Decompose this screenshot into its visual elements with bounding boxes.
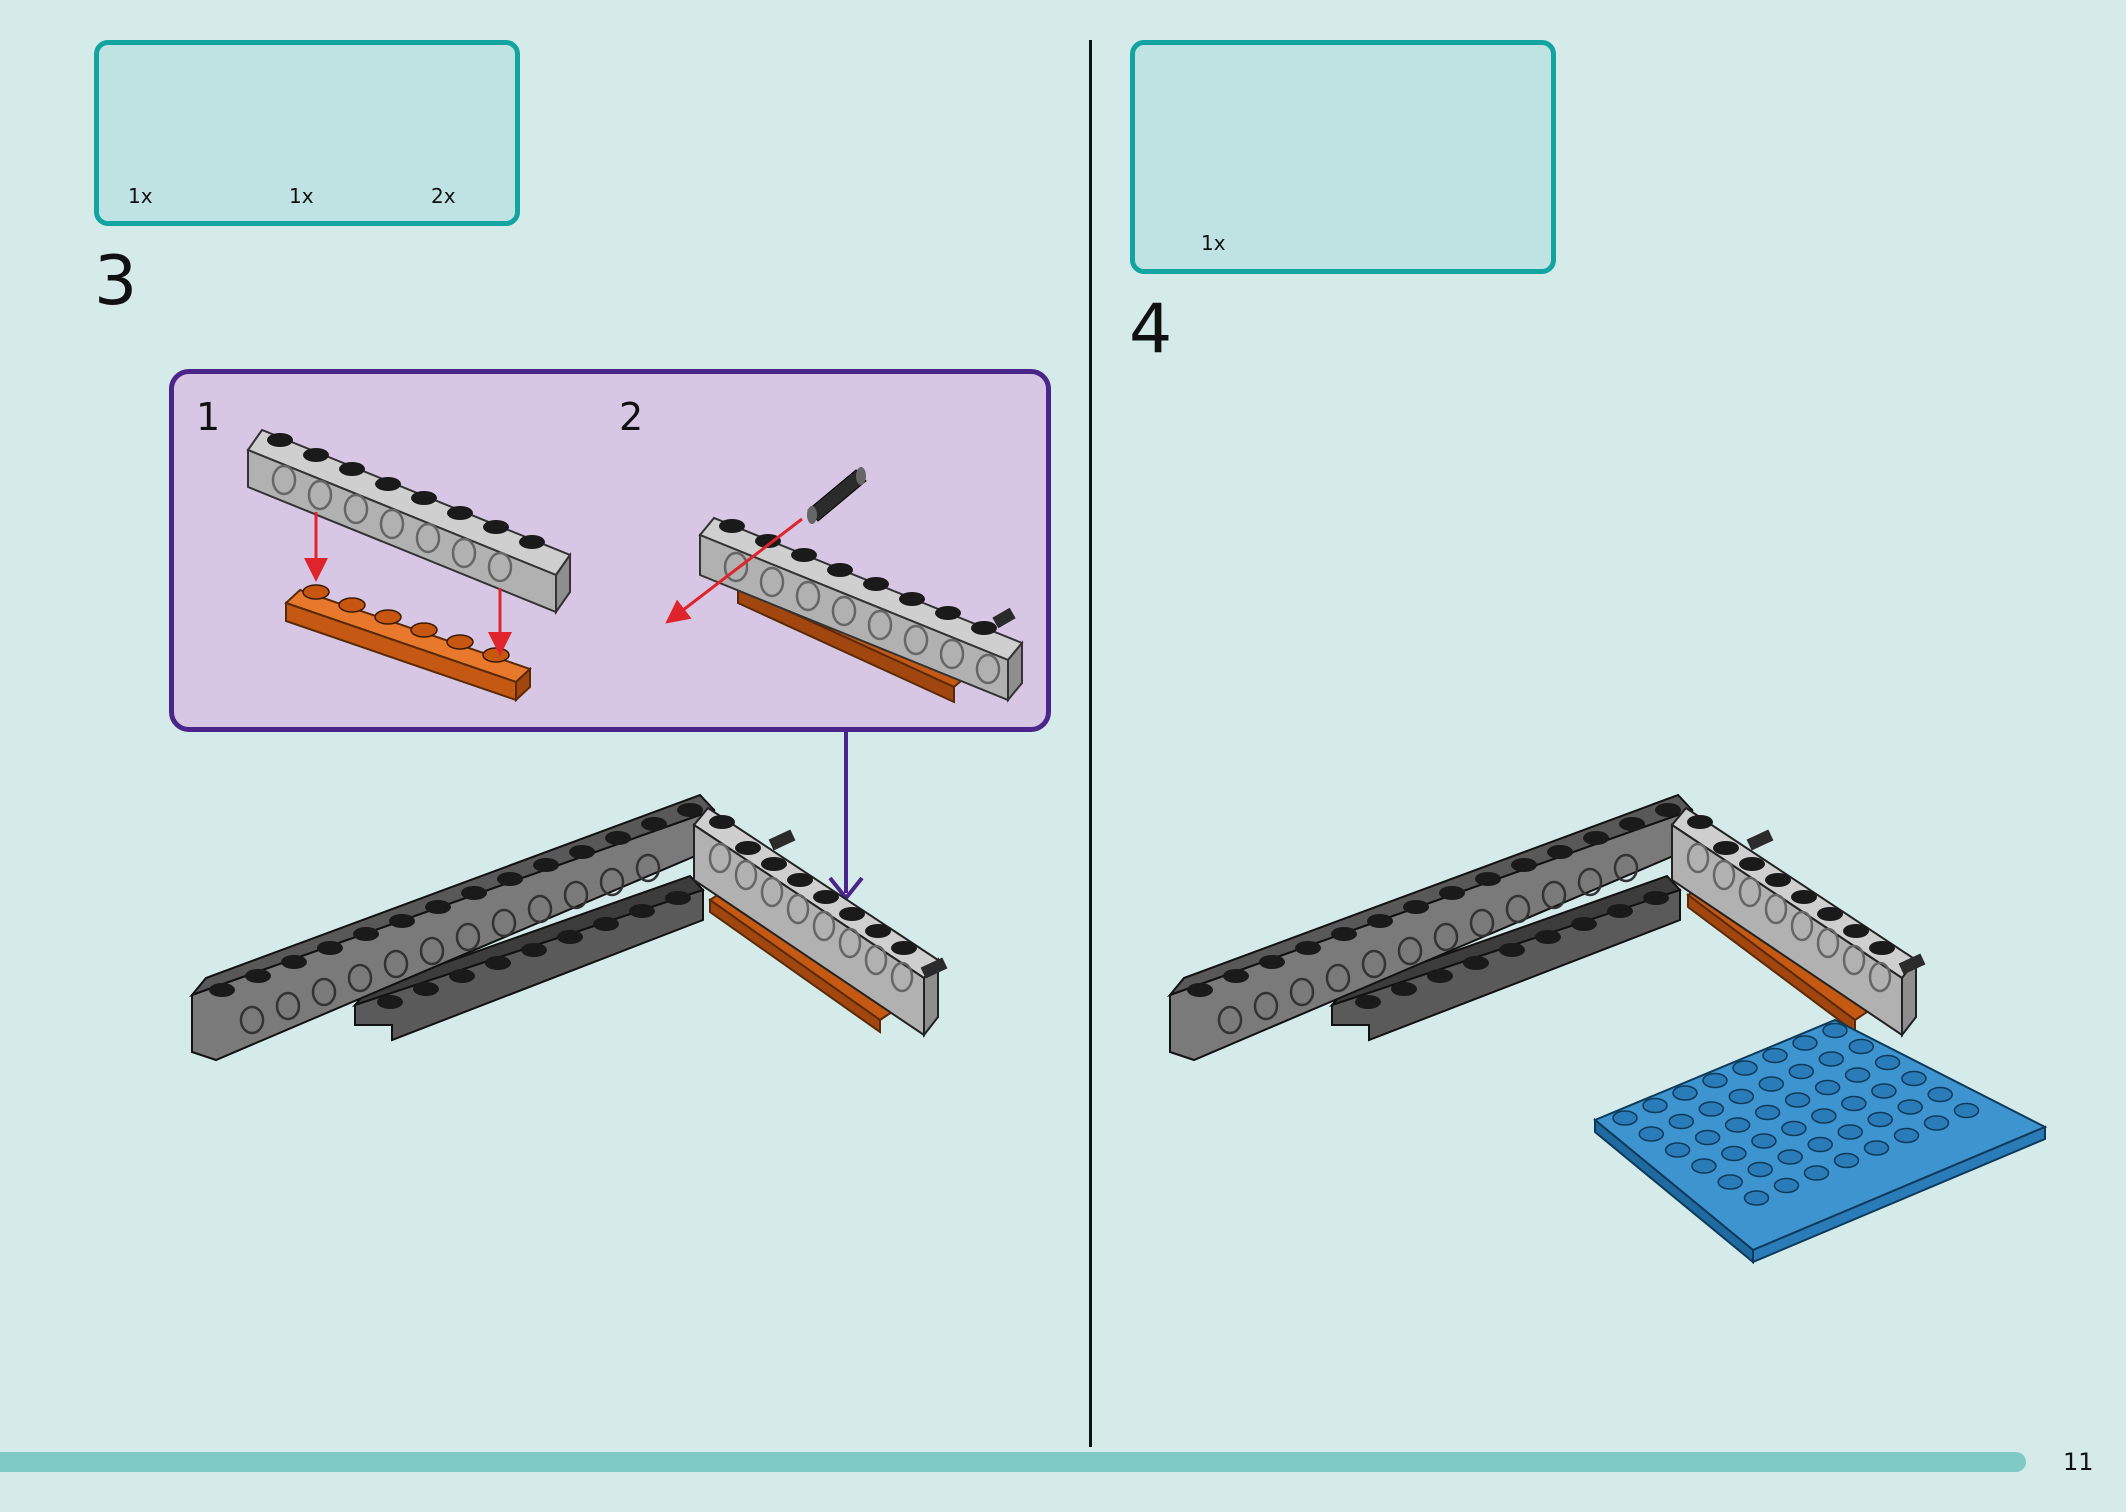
- stud: [1871, 1083, 1897, 1099]
- part-qty-blue-plate: 1x: [1201, 231, 1226, 255]
- stud: [1811, 1108, 1837, 1124]
- stud: [1893, 1127, 1920, 1144]
- part-qty-gray-brick: 1x: [128, 184, 153, 208]
- step-3-parts-box: 1x 1x 2x: [94, 40, 520, 226]
- stud: [1863, 1140, 1890, 1156]
- stud: [1698, 1101, 1725, 1117]
- page-number: 11: [2063, 1448, 2094, 1476]
- stud: [1728, 1088, 1755, 1105]
- stud: [1867, 1111, 1893, 1128]
- step-3-model: [188, 793, 948, 1062]
- stud: [1874, 1054, 1901, 1071]
- stud: [1814, 1079, 1841, 1096]
- stud: [1818, 1051, 1845, 1067]
- stud: [1638, 1126, 1665, 1142]
- stud: [1844, 1067, 1871, 1083]
- substep-1-illustration: [246, 428, 572, 703]
- stud: [1694, 1129, 1721, 1146]
- placement-arrow: [828, 730, 864, 902]
- step-number-4: 4: [1129, 290, 1173, 369]
- stud: [1724, 1117, 1751, 1133]
- page-footer-bar: [0, 1452, 2026, 1472]
- stud: [1833, 1152, 1860, 1169]
- step-number-3: 3: [94, 242, 138, 321]
- substep-number-2: 2: [619, 395, 644, 439]
- substep-2-illustration: [665, 467, 1024, 704]
- stud: [1837, 1124, 1863, 1140]
- stud: [1664, 1142, 1691, 1158]
- stud: [1784, 1092, 1811, 1108]
- stud: [1743, 1190, 1770, 1206]
- page-divider: [1089, 40, 1092, 1447]
- substep-number-1: 1: [196, 395, 221, 439]
- part-qty-connector-pin: 2x: [431, 184, 456, 208]
- part-qty-orange-plate: 1x: [289, 184, 314, 208]
- stud: [1897, 1099, 1923, 1115]
- stud: [1792, 1035, 1818, 1051]
- stud: [1691, 1158, 1717, 1174]
- stud: [1762, 1047, 1788, 1064]
- stud: [1754, 1104, 1781, 1121]
- stud: [1788, 1063, 1815, 1080]
- stud: [1721, 1145, 1747, 1162]
- stud: [1732, 1060, 1758, 1076]
- stud: [1822, 1022, 1848, 1039]
- step-4-parts-box: 1x: [1130, 40, 1556, 274]
- stud: [1672, 1085, 1698, 1101]
- stud: [1717, 1174, 1743, 1190]
- stud: [1901, 1070, 1927, 1087]
- stud: [1668, 1113, 1695, 1130]
- stud: [1841, 1095, 1867, 1112]
- stud: [1807, 1136, 1833, 1153]
- stud: [1747, 1161, 1773, 1178]
- stud: [1642, 1097, 1668, 1114]
- stud: [1777, 1149, 1803, 1165]
- stud: [1612, 1110, 1638, 1126]
- stud: [1953, 1102, 1980, 1119]
- stud: [1803, 1165, 1830, 1181]
- stud: [1848, 1038, 1875, 1055]
- stud: [1927, 1086, 1953, 1103]
- step-4-model: [1166, 793, 2048, 1265]
- stud: [1702, 1072, 1728, 1089]
- stud: [1758, 1076, 1785, 1092]
- stud: [1923, 1115, 1950, 1131]
- stud: [1773, 1177, 1800, 1194]
- stud: [1781, 1120, 1807, 1137]
- stud: [1751, 1133, 1777, 1149]
